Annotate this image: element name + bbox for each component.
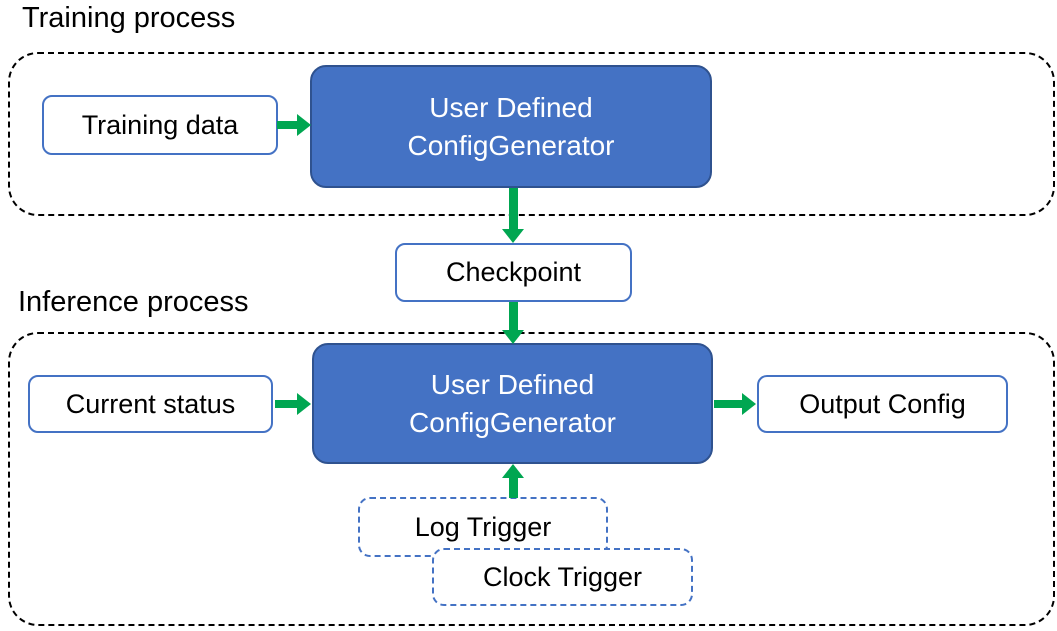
- arrow-head-icon: [742, 393, 756, 415]
- inference-process-container: [8, 332, 1055, 626]
- training-process-container: [8, 52, 1055, 216]
- arrow-shaft: [508, 302, 518, 330]
- arrow-head-icon: [297, 393, 311, 415]
- arrow-training-data-to-generator: [277, 114, 311, 136]
- arrow-generator-to-output-config: [714, 393, 756, 415]
- checkpoint-node: Checkpoint: [395, 243, 632, 302]
- arrow-head-icon: [502, 464, 524, 478]
- inference-generator-line1: User Defined: [430, 368, 595, 400]
- arrow-head-icon: [502, 229, 524, 243]
- current-status-node: Current status: [28, 375, 273, 433]
- arrow-shaft: [508, 188, 518, 229]
- log-trigger-node: Log Trigger: [358, 497, 608, 557]
- clock-trigger-node: Clock Trigger: [432, 548, 693, 606]
- training-data-node: Training data: [42, 95, 278, 155]
- inference-generator-line2: ConfigGenerator: [408, 406, 616, 438]
- training-process-label: Training process: [22, 2, 236, 34]
- output-config-node: Output Config: [757, 375, 1008, 433]
- arrow-triggers-to-generator: [502, 464, 524, 498]
- arrow-shaft: [277, 121, 297, 129]
- arrow-shaft: [275, 400, 297, 408]
- arrow-shaft: [508, 478, 518, 498]
- training-generator-line1: User Defined: [429, 91, 593, 123]
- inference-generator-node: User Defined ConfigGenerator: [312, 343, 713, 464]
- arrow-generator-to-checkpoint: [502, 188, 524, 243]
- arrow-head-icon: [502, 330, 524, 344]
- inference-process-label: Inference process: [18, 286, 249, 318]
- training-generator-line2: ConfigGenerator: [407, 129, 615, 161]
- arrow-shaft: [714, 400, 742, 408]
- arrow-checkpoint-to-inference-generator: [502, 302, 524, 344]
- arrow-head-icon: [297, 114, 311, 136]
- arrow-current-status-to-generator: [275, 393, 311, 415]
- training-generator-node: User Defined ConfigGenerator: [310, 65, 712, 188]
